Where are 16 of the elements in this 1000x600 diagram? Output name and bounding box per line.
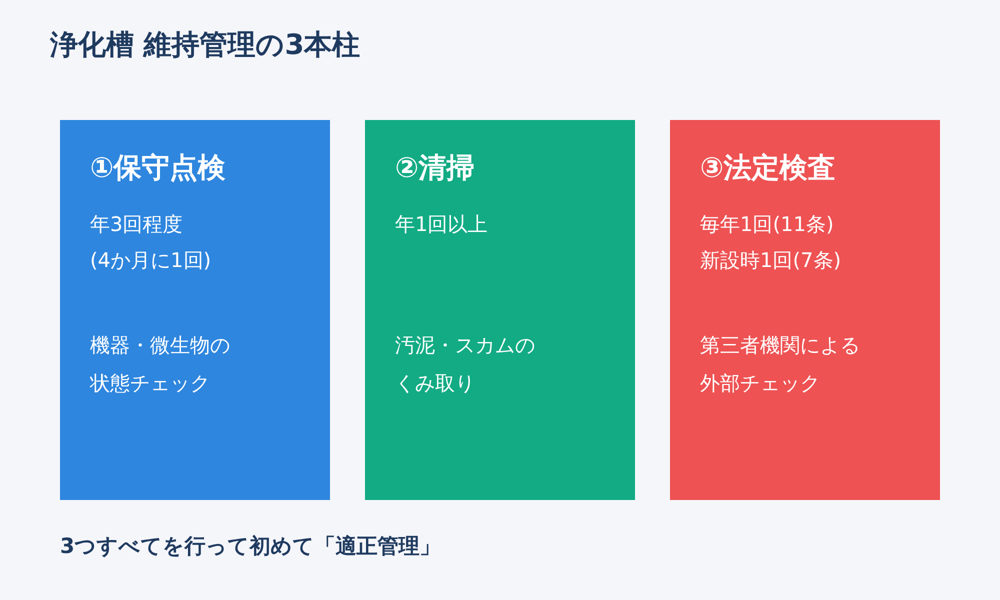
card-description: 第三者機関による外部チェック: [700, 332, 861, 397]
card-frequency: 年1回以上: [395, 211, 489, 238]
card-heading: ②清掃: [395, 150, 476, 186]
card-description: 汚泥・スカムのくみ取り: [395, 332, 536, 397]
card-heading: ①保守点検: [90, 150, 227, 186]
pillar-card: [365, 120, 635, 500]
card-frequency: 毎年1回(11条): [700, 211, 835, 238]
card-heading: ③法定検査: [700, 150, 837, 186]
title: 浄化槽 維持管理の3本柱: [50, 27, 360, 63]
card-description: 機器・微生物の状態チェック: [90, 332, 231, 397]
pillar-card: [60, 120, 330, 500]
card-frequency: 年3回程度: [90, 211, 184, 238]
card-frequency: 新設時1回(7条): [700, 247, 842, 274]
pillar-card: [670, 120, 940, 500]
footer-note: 3つすべてを行って初めて「適正管理」: [60, 533, 441, 560]
card-frequency: (4か月に1回): [90, 247, 212, 274]
